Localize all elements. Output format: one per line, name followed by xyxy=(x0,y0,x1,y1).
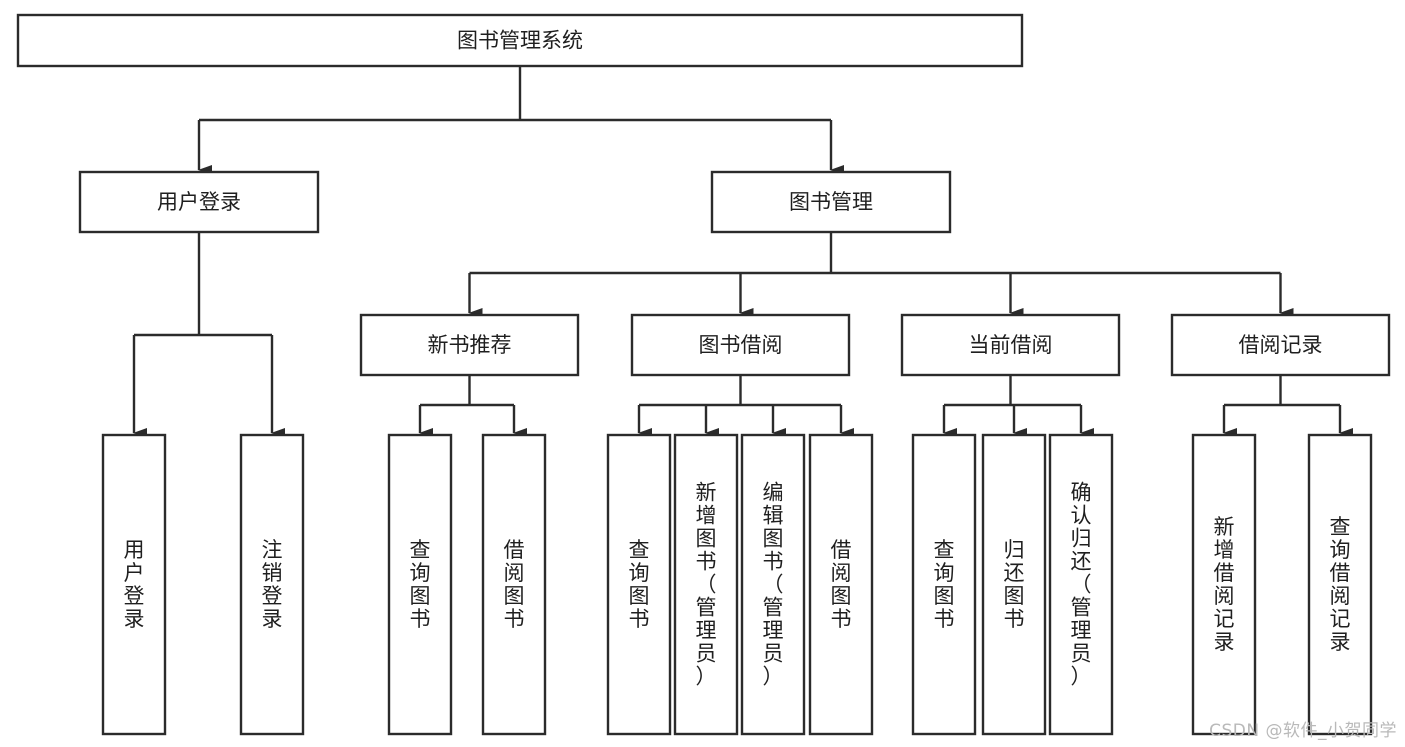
node-label: 查询图书 xyxy=(410,538,431,631)
node-box xyxy=(481,433,547,736)
node-box xyxy=(981,433,1047,736)
node-box xyxy=(16,13,1024,68)
node-label: 当前借阅 xyxy=(969,333,1053,357)
node-label: 借阅图书 xyxy=(831,538,852,631)
node-leaf-用户登录[interactable]: 用户登录 xyxy=(101,433,167,736)
node-label: 图书借阅 xyxy=(699,333,783,357)
node-level3-当前借阅[interactable]: 当前借阅 xyxy=(900,313,1121,377)
node-leaf-查询借阅记录[interactable]: 查询借阅记录 xyxy=(1307,433,1373,736)
node-leaf-借阅图书[interactable]: 借阅图书 xyxy=(481,433,547,736)
node-leaf-查询图书[interactable]: 查询图书 xyxy=(911,433,977,736)
node-root-图书管理系统[interactable]: 图书管理系统 xyxy=(16,13,1024,68)
node-label: 用户登录 xyxy=(157,190,241,214)
node-box xyxy=(387,433,453,736)
node-box xyxy=(740,433,806,736)
node-box xyxy=(808,433,874,736)
node-box xyxy=(1170,313,1391,377)
node-level3-借阅记录[interactable]: 借阅记录 xyxy=(1170,313,1391,377)
node-level2-用户登录[interactable]: 用户登录 xyxy=(78,170,320,234)
node-box xyxy=(78,170,320,234)
node-leaf-确认归还管理员[interactable]: 确认归还（管理员） xyxy=(1048,433,1114,736)
node-leaf-归还图书[interactable]: 归还图书 xyxy=(981,433,1047,736)
node-label: 借阅图书 xyxy=(504,538,525,631)
node-level3-图书借阅[interactable]: 图书借阅 xyxy=(630,313,851,377)
node-label: 编辑图书（管理员） xyxy=(763,480,784,688)
node-box xyxy=(630,313,851,377)
watermark-label: CSDN @软件_小贺同学 xyxy=(1209,721,1397,741)
node-box xyxy=(710,170,952,234)
node-box xyxy=(673,433,739,736)
node-leaf-编辑图书管理员[interactable]: 编辑图书（管理员） xyxy=(740,433,806,736)
nodes-layer: 图书管理系统用户登录图书管理新书推荐图书借阅当前借阅借阅记录用户登录注销登录查询… xyxy=(16,13,1391,736)
node-label: 新增图书（管理员） xyxy=(696,480,717,688)
node-leaf-新增图书管理员[interactable]: 新增图书（管理员） xyxy=(673,433,739,736)
node-label: 查询借阅记录 xyxy=(1330,515,1351,654)
node-label: 图书管理系统 xyxy=(457,29,583,53)
node-box xyxy=(239,433,305,736)
node-label: 确认归还（管理员） xyxy=(1071,480,1092,688)
node-label: 归还图书 xyxy=(1004,538,1025,631)
node-box xyxy=(1048,433,1114,736)
node-leaf-注销登录[interactable]: 注销登录 xyxy=(239,433,305,736)
node-box xyxy=(1307,433,1373,736)
node-box xyxy=(1191,433,1257,736)
node-level3-新书推荐[interactable]: 新书推荐 xyxy=(359,313,580,377)
node-label: 借阅记录 xyxy=(1239,333,1323,357)
node-label: 注销登录 xyxy=(262,538,283,631)
node-leaf-新增借阅记录[interactable]: 新增借阅记录 xyxy=(1191,433,1257,736)
node-label: 新增借阅记录 xyxy=(1214,515,1235,654)
node-box xyxy=(101,433,167,736)
node-label: 用户登录 xyxy=(124,538,145,631)
node-label: 新书推荐 xyxy=(428,333,512,357)
node-leaf-查询图书[interactable]: 查询图书 xyxy=(606,433,672,736)
node-leaf-借阅图书[interactable]: 借阅图书 xyxy=(808,433,874,736)
edges-layer xyxy=(132,66,1353,438)
node-label: 查询图书 xyxy=(934,538,955,631)
node-level2-图书管理[interactable]: 图书管理 xyxy=(710,170,952,234)
node-box xyxy=(911,433,977,736)
node-leaf-查询图书[interactable]: 查询图书 xyxy=(387,433,453,736)
node-box xyxy=(359,313,580,377)
node-box xyxy=(900,313,1121,377)
node-label: 查询图书 xyxy=(629,538,650,631)
node-label: 图书管理 xyxy=(789,190,873,214)
node-box xyxy=(606,433,672,736)
